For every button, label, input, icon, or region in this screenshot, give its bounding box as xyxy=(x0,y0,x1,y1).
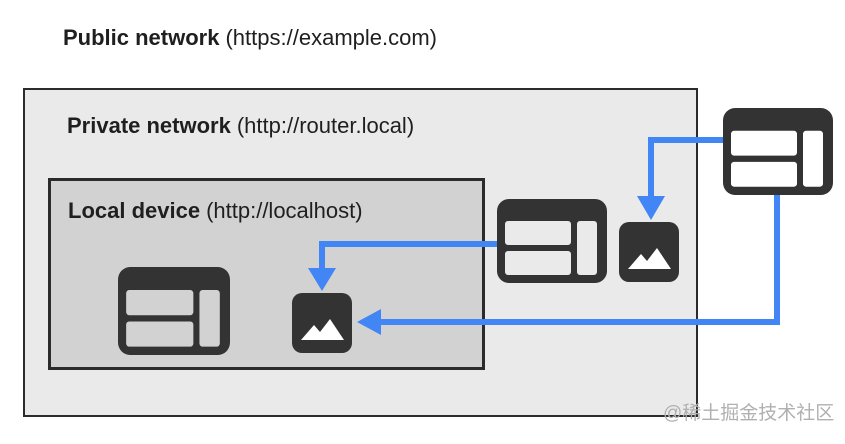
local-image-icon xyxy=(292,293,352,353)
local-device-url: (http://localhost) xyxy=(206,198,363,223)
private-network-name: Private network xyxy=(67,113,231,138)
local-device-title: Local device(http://localhost) xyxy=(68,197,363,225)
public-network-title: Public network(https://example.com) xyxy=(63,24,437,52)
private-image-icon xyxy=(619,222,679,282)
local-device-box: Local device(http://localhost) xyxy=(48,178,485,370)
private-network-url: (http://router.local) xyxy=(236,113,415,138)
public-network-name: Public network xyxy=(63,25,220,50)
watermark: @稀土掘金技术社区 xyxy=(663,403,835,424)
private-network-title: Private network(http://router.local) xyxy=(67,112,414,140)
public-browser-icon xyxy=(723,108,833,195)
local-device-name: Local device xyxy=(68,198,201,223)
private-browser-icon xyxy=(497,199,607,283)
local-browser-icon xyxy=(118,267,230,355)
public-network-url: (https://example.com) xyxy=(225,25,437,50)
